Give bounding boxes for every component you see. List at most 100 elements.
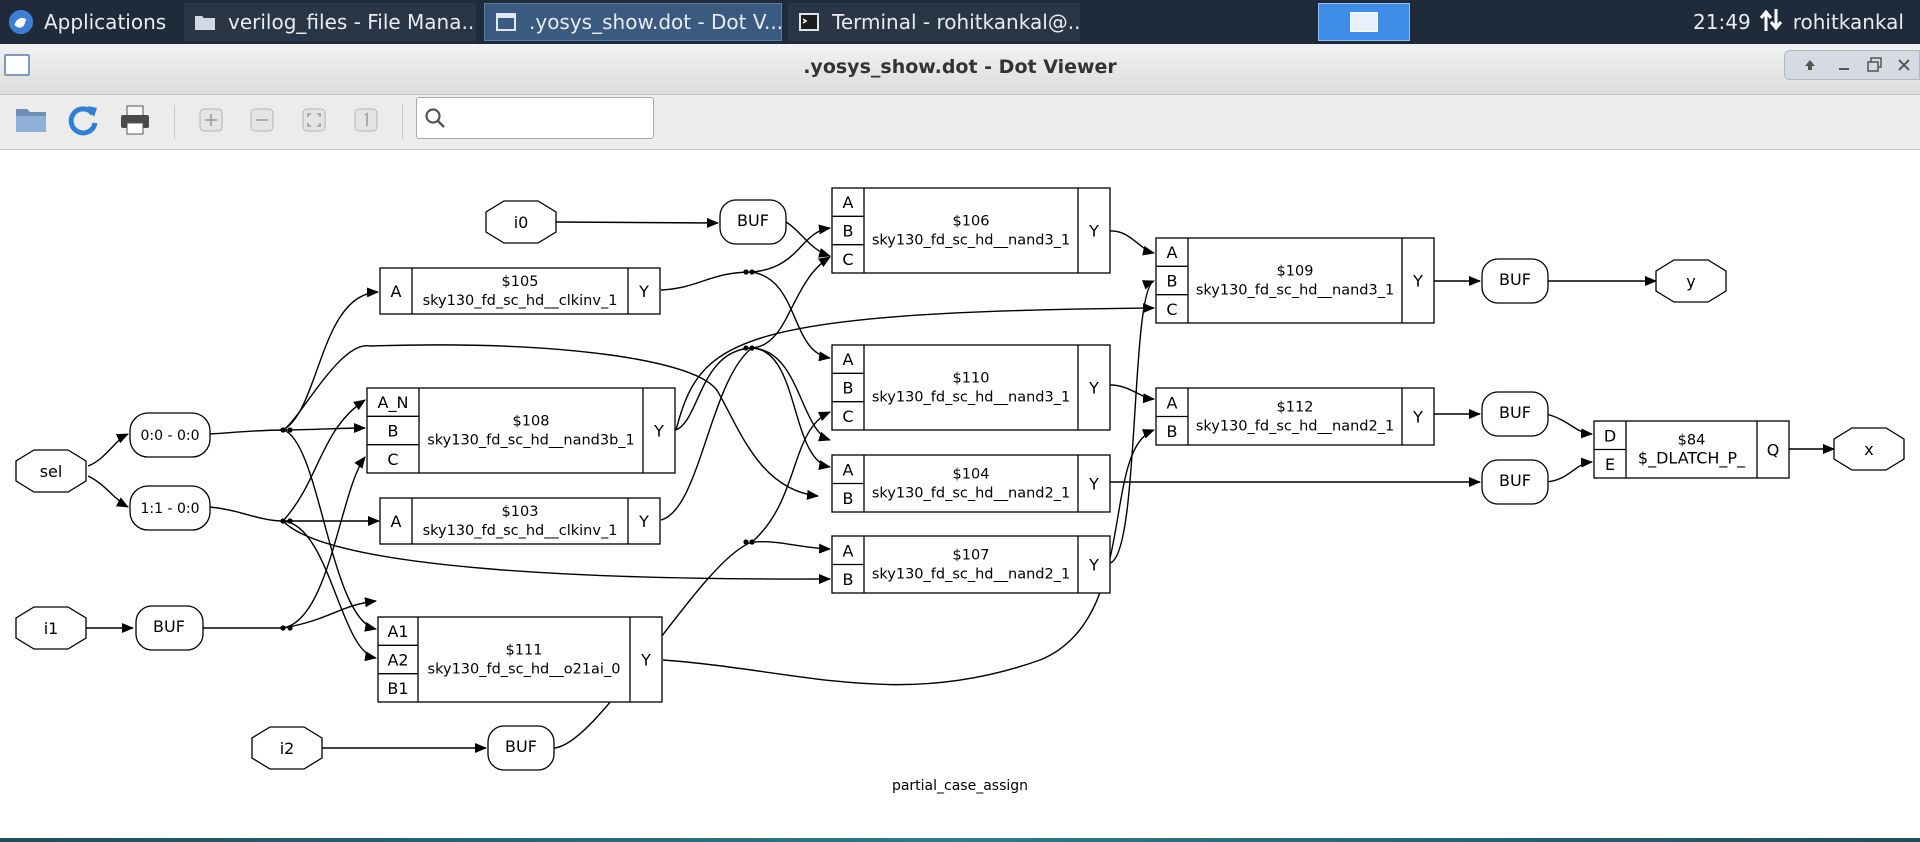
task-file-manager[interactable]: verilog_files - File Mana... [184, 3, 476, 41]
input-pin-label: B [843, 489, 854, 508]
port-label: x [1864, 440, 1873, 459]
close-icon[interactable] [1897, 57, 1911, 76]
edge [87, 433, 129, 467]
zoom-fit-button[interactable] [293, 101, 335, 143]
cell-box [377, 616, 663, 703]
junction-dot [743, 269, 749, 275]
cell-type: sky130_fd_sc_hd__nand3_1 [872, 390, 1070, 406]
edge [282, 520, 377, 662]
buf-node-latch-e[interactable]: BUF [1481, 459, 1549, 505]
applications-menu[interactable]: Applications [0, 3, 178, 41]
slice-node-sel-0[interactable]: 0:0 - 0:0 [129, 412, 211, 458]
edge [660, 271, 753, 291]
task-label: .yosys_show.dot - Dot V... [529, 10, 782, 34]
port-y[interactable]: y [1655, 259, 1727, 303]
input-pin-label: A [1167, 393, 1178, 412]
input-pin-label: A [391, 282, 402, 301]
edge [662, 429, 1155, 686]
cell-id: $103 [502, 504, 539, 520]
print-button[interactable] [114, 101, 156, 143]
junction-dot [280, 427, 286, 433]
cell-id: $108 [513, 414, 550, 430]
cell-type: sky130_fd_sc_hd__nand3b_1 [427, 433, 635, 449]
output-pin-label: Y [1412, 272, 1423, 291]
edge [751, 256, 831, 349]
cell-box [379, 497, 661, 545]
network-icon[interactable] [1759, 7, 1783, 38]
buf-node-i1[interactable]: BUF [135, 605, 204, 651]
netlist-graph: i0 sel i1 i2 y x 0:0 - 0:0 1:1 - 0:0 BUF… [15, 187, 1905, 794]
zoom-100-icon [353, 107, 379, 137]
user-name[interactable]: rohitkankal [1792, 10, 1904, 34]
taskbar: Applications verilog_files - File Mana..… [0, 0, 1920, 44]
zoom-in-button[interactable] [190, 101, 232, 143]
cell-id: $104 [953, 467, 990, 483]
cell-type: sky130_fd_sc_hd__nand3_1 [872, 233, 1070, 249]
buf-label: BUF [737, 211, 769, 230]
edge [751, 271, 831, 362]
open-button[interactable] [10, 101, 52, 143]
buf-node-i2[interactable]: BUF [487, 725, 555, 771]
edge [1545, 413, 1593, 439]
input-pin-label: A [843, 460, 854, 479]
edge [1109, 384, 1155, 404]
shade-icon[interactable] [1803, 57, 1817, 76]
input-pin-label: C [842, 250, 853, 269]
port-i1[interactable]: i1 [15, 606, 87, 650]
cell-84[interactable]: DEQ$84$_DLATCH_P_ [1593, 420, 1790, 479]
cell-type: sky130_fd_sc_hd__clkinv_1 [423, 523, 618, 539]
minimize-icon[interactable] [1837, 57, 1851, 76]
input-pin-label: B [843, 570, 854, 589]
buf-label: BUF [505, 737, 537, 756]
window-menu-icon[interactable] [4, 54, 30, 76]
search-input[interactable] [416, 97, 654, 139]
edge [282, 287, 379, 431]
output-pin-label: Y [1088, 475, 1099, 494]
input-pin-label: A [843, 193, 854, 212]
edge [1109, 280, 1155, 564]
buf-node-latch-d[interactable]: BUF [1481, 391, 1549, 437]
cell-box [831, 187, 1111, 274]
bottom-strip [0, 838, 1920, 842]
port-x[interactable]: x [1833, 427, 1905, 471]
zoom-100-button[interactable] [345, 101, 387, 143]
cell-box [831, 344, 1111, 431]
output-pin-label: Y [653, 422, 664, 441]
output-pin-label: Y [638, 282, 649, 301]
graph-label: partial_case_assign [892, 778, 1028, 794]
slice-node-sel-1[interactable]: 1:1 - 0:0 [129, 485, 211, 531]
port-i2[interactable]: i2 [251, 726, 323, 770]
task-terminal[interactable]: Terminal - rohitkankal@... [788, 3, 1080, 41]
edge [555, 217, 719, 228]
maximize-icon[interactable] [1867, 57, 1883, 77]
port-sel[interactable]: sel [15, 449, 87, 493]
zoom-out-button[interactable] [241, 101, 283, 143]
workspace-switcher[interactable] [1318, 3, 1410, 41]
search-icon [424, 107, 446, 133]
cell-id: $112 [1277, 400, 1314, 416]
port-i0[interactable]: i0 [485, 200, 557, 244]
system-tray: 21:49 rohitkankal [1426, 0, 1906, 44]
buf-node-i0[interactable]: BUF [719, 199, 787, 245]
edge [282, 399, 366, 522]
buf-node-y[interactable]: BUF [1481, 258, 1549, 304]
task-dot-viewer[interactable]: .yosys_show.dot - Dot V... [484, 3, 782, 41]
graph-canvas[interactable]: i0 sel i1 i2 y x 0:0 - 0:0 1:1 - 0:0 BUF… [0, 150, 1920, 842]
input-pin-label: A [391, 512, 402, 531]
reload-button[interactable] [62, 101, 104, 143]
cell-type: $_DLATCH_P_ [1638, 449, 1746, 469]
input-pin-label: B1 [387, 679, 408, 698]
port-label: i1 [44, 619, 59, 638]
output-pin-label: Y [640, 651, 651, 670]
terminal-icon [796, 9, 822, 35]
